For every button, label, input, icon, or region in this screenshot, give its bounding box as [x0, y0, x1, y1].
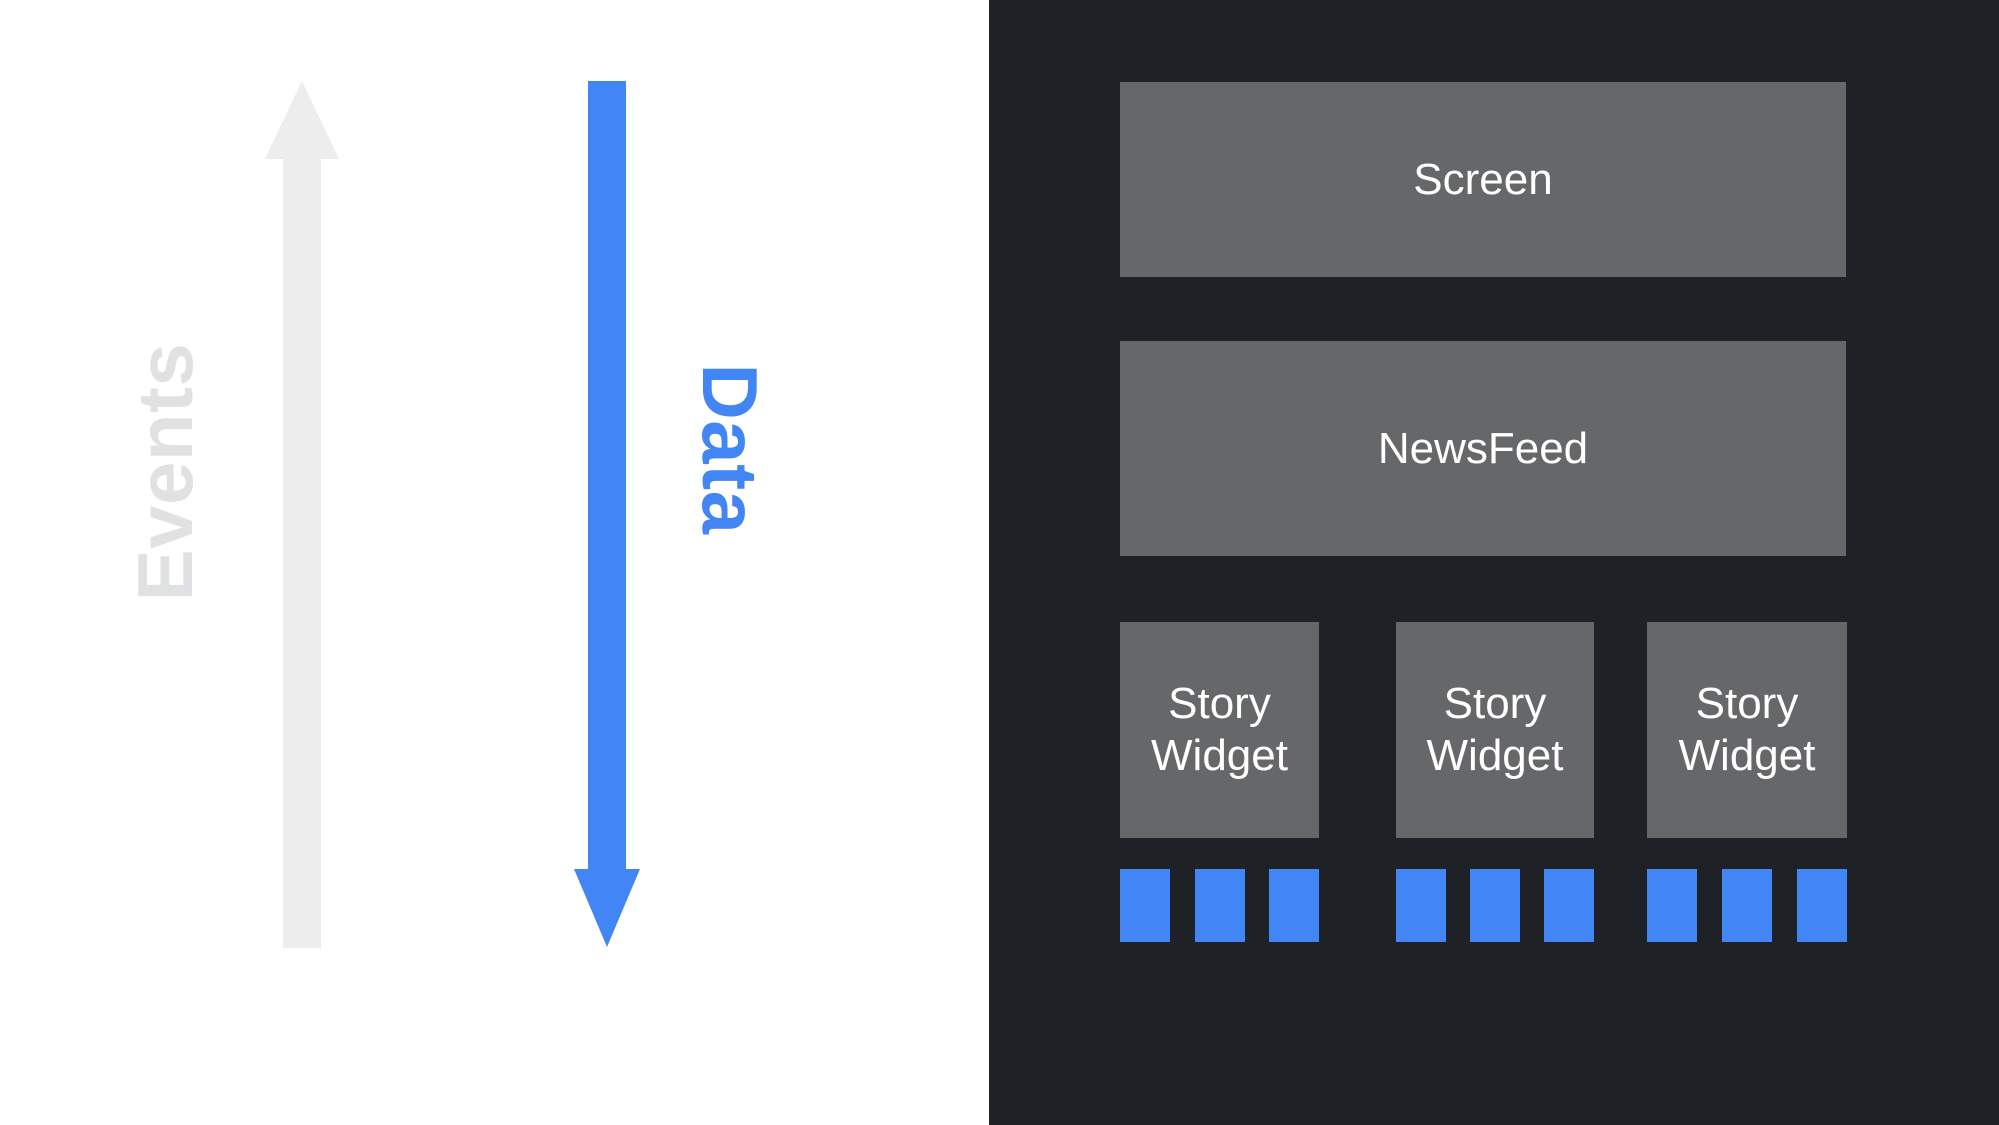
story-item-square	[1470, 869, 1520, 942]
data-label: Data	[686, 363, 774, 535]
story-items-group-1	[1120, 869, 1319, 942]
newsfeed-box: NewsFeed	[1120, 341, 1846, 556]
story-item-square	[1120, 869, 1170, 942]
story-widget-label: Story Widget	[1151, 679, 1288, 780]
story-item-square	[1647, 869, 1697, 942]
story-items-group-3	[1647, 869, 1847, 942]
data-arrow-shaft	[588, 81, 626, 869]
events-label: Events	[121, 342, 209, 602]
screen-box-label: Screen	[1413, 154, 1553, 204]
screen-box: Screen	[1120, 82, 1846, 277]
story-item-square	[1269, 869, 1319, 942]
events-data-flow-panel: Events Data	[0, 0, 989, 1125]
story-widget-box-3: Story Widget	[1647, 622, 1847, 838]
events-arrow-up-icon	[265, 81, 339, 159]
data-arrow-down-icon	[574, 869, 640, 947]
story-widget-label: Story Widget	[1678, 679, 1816, 780]
events-arrow-shaft	[283, 158, 321, 948]
newsfeed-box-label: NewsFeed	[1377, 423, 1589, 473]
widget-tree-panel: Screen NewsFeed Story Widget Story Widge…	[989, 0, 1999, 1125]
story-item-square	[1722, 869, 1772, 942]
story-widget-box-2: Story Widget	[1396, 622, 1594, 838]
story-items-group-2	[1396, 869, 1594, 942]
story-widget-label: Story Widget	[1426, 679, 1564, 780]
story-item-square	[1194, 869, 1245, 942]
story-item-square	[1396, 869, 1446, 942]
story-widget-box-1: Story Widget	[1120, 622, 1319, 838]
story-item-square	[1797, 869, 1847, 942]
story-item-square	[1544, 869, 1594, 942]
